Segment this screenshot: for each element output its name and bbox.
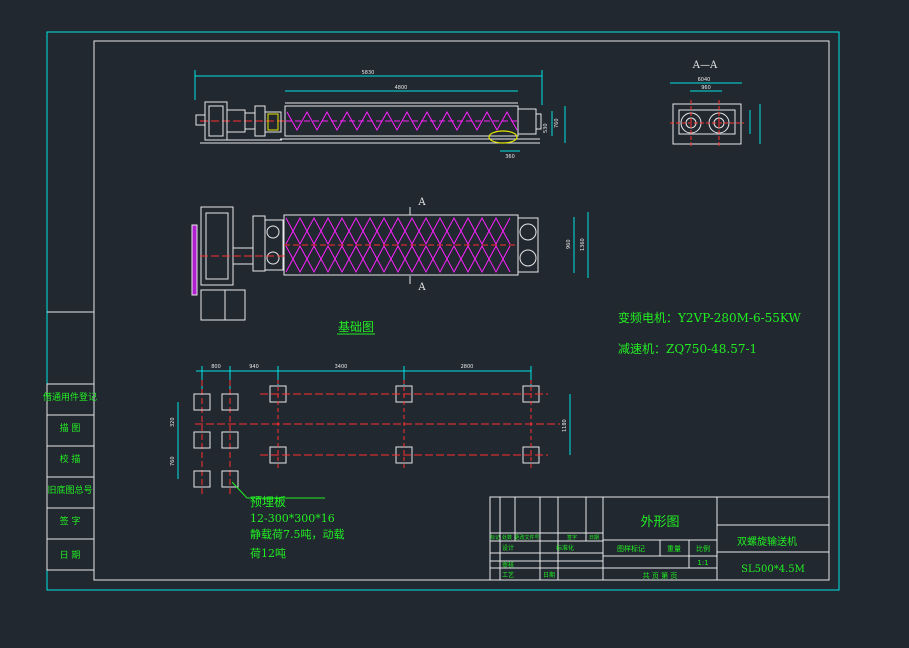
dim-bottom: 360	[505, 154, 515, 160]
side-row-5: 签 字	[60, 515, 81, 527]
stage-label: 图样标记	[617, 544, 645, 553]
dim-side-2: 960	[701, 85, 711, 91]
side-row-4: 旧底图总号	[47, 484, 92, 496]
side-table: 借通用件登记 描 图 校 描 旧底图总号 签 字 日 期	[43, 383, 97, 571]
row-proc: 工艺	[502, 571, 514, 579]
reducer-spec: 减速机：ZQ750-48.57-1	[618, 342, 757, 356]
dim-top-inner: 960	[566, 239, 572, 249]
section-mark-bottom: A	[417, 282, 426, 293]
section-mark-top: A	[417, 197, 426, 208]
scale-label: 比例	[696, 544, 710, 553]
row-date: 日期	[543, 571, 555, 579]
fd-dim-right: 1180	[562, 419, 568, 432]
dim-total: 5830	[362, 70, 375, 76]
top-view: A A 960 1360	[191, 197, 589, 321]
fd-dim-4: 2800	[461, 364, 474, 370]
sheet-label: 共 页 第 页	[643, 571, 678, 580]
motor-spec: 变频电机：Y2VP-280M-6-55KW	[618, 310, 801, 325]
fd-dim-left-1: 320	[170, 417, 176, 427]
rev-h2: 处数	[502, 534, 512, 541]
side-row-1: 借通用件登记	[43, 391, 97, 403]
foundation-title: 基础图	[338, 320, 374, 334]
fd-note-line-1: 12-300*300*16	[250, 512, 335, 525]
outer-frame	[46, 31, 840, 591]
side-row-2: 描 图	[60, 422, 81, 434]
dim-height-1: 760	[554, 118, 560, 128]
front-view: 5830 4800 760 530 360	[194, 70, 566, 160]
dim-side-1: 6040	[698, 77, 711, 83]
rev-h1: 标记	[490, 534, 500, 541]
dim-top-outer: 1360	[580, 238, 586, 251]
highlight-marker	[488, 130, 518, 144]
inner-frame	[93, 40, 830, 581]
scale-value: 1:1	[697, 559, 708, 567]
row-design: 设计	[502, 544, 514, 552]
fd-dim-2: 940	[249, 364, 259, 370]
drawing-type: 外形图	[640, 515, 679, 530]
fd-dim-1: 800	[211, 364, 221, 370]
weight-label: 重量	[667, 545, 681, 553]
row-check: 审核	[502, 561, 514, 569]
model-number: SL500*4.5M	[741, 564, 805, 575]
rev-h5: 日期	[589, 535, 599, 541]
fd-note-line-3: 荷12吨	[250, 547, 286, 560]
fd-note-title: 预埋板	[250, 495, 286, 509]
fd-note-line-2: 静载荷7.5吨，动载	[250, 527, 345, 541]
section-label: A—A	[692, 60, 718, 71]
product-name: 双螺旋输送机	[737, 535, 797, 548]
dim-tube: 4800	[395, 85, 408, 91]
rev-h4: 签字	[567, 534, 577, 541]
side-row-6: 日 期	[60, 550, 81, 561]
dim-height-2: 530	[543, 123, 549, 133]
fd-dim-left-2: 760	[170, 456, 176, 466]
section-view: A—A 6040 960	[670, 60, 761, 148]
rev-h3: 更改文件号	[514, 534, 539, 541]
foundation-plan: 基础图 800 940 3400 2800 118	[170, 320, 571, 560]
side-row-3: 校 描	[60, 453, 81, 465]
row-std: 标准化	[556, 544, 574, 552]
fd-dim-3: 3400	[335, 364, 348, 370]
title-block: 外形图 双螺旋输送机 SL500*4.5M 图样标记 重量 比例 1:1 共 页…	[489, 496, 830, 581]
